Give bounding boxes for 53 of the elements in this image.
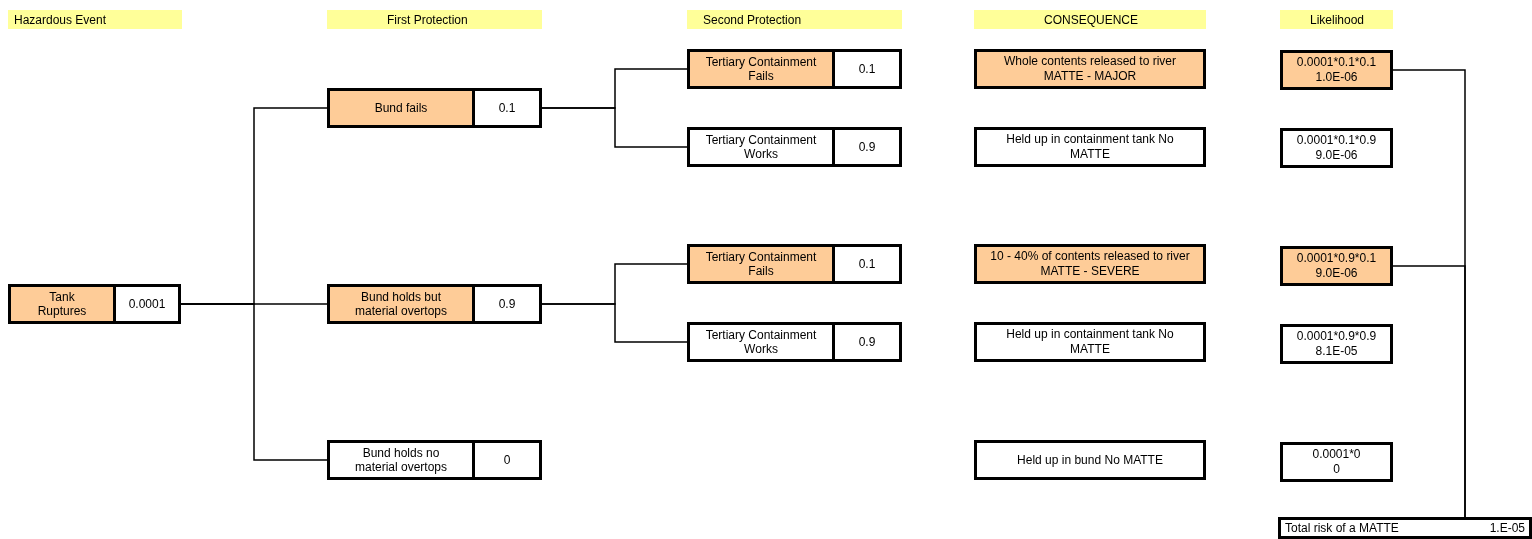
connector-line <box>541 107 688 148</box>
event-label: Tertiary Containment Fails <box>690 247 832 281</box>
event-box <box>8 284 181 324</box>
event-box <box>687 322 902 362</box>
event-box <box>687 49 902 89</box>
result-value: 9.0E-06 <box>1315 266 1358 281</box>
outcome-box <box>1280 50 1393 90</box>
event-box <box>327 284 542 324</box>
outcome-text: 0.0001*0.1*0.1 <box>1296 55 1377 70</box>
event-label: Bund holds no material overtops <box>353 444 448 476</box>
outcome-text: Whole contents released to river MATTE - MAJOR <box>1002 54 1178 84</box>
event-label: Bund fails <box>330 91 472 125</box>
event-label: Tertiary Containment Fails <box>690 52 832 86</box>
outcome-box <box>974 244 1206 284</box>
event-label: Tank Ruptures <box>11 287 113 321</box>
outcome-text: 0.0001*0 <box>1312 447 1361 462</box>
outcome-text: Held up in bund No MATTE <box>1017 452 1163 468</box>
connector-line <box>541 303 688 343</box>
outcome-text: Held up in containment tank No MATTE <box>1005 132 1175 162</box>
outcome-box <box>974 49 1206 89</box>
outcome-box <box>1280 324 1393 364</box>
outcome-box <box>1280 128 1393 168</box>
column-header: CONSEQUENCE <box>974 10 1206 29</box>
outcome-box <box>1280 442 1393 482</box>
event-box <box>687 244 902 284</box>
connector-line <box>180 303 328 461</box>
column-header: First Protection <box>327 10 542 29</box>
total-value: 1.E-05 <box>1489 522 1525 534</box>
event-label: Tertiary Containment Works <box>704 131 818 163</box>
result-value: 8.1E-05 <box>1315 344 1358 359</box>
column-header: Likelihood <box>1280 10 1393 29</box>
outcome-text: 0.0001*0.1*0.9 <box>1296 133 1377 148</box>
column-header: Second Protection <box>687 10 902 29</box>
outcome-text: 0.0001*0.9*0.9 <box>1296 329 1377 344</box>
column-header: Hazardous Event <box>8 10 182 29</box>
event-box <box>327 440 542 480</box>
event-box <box>327 88 542 128</box>
outcome-text: 10 - 40% of contents released to river MATTE - SEVERE <box>990 249 1190 279</box>
outcome-text: 0.0001*0.9*0.1 <box>1296 251 1377 266</box>
outcome-box <box>974 127 1206 167</box>
event-box <box>687 127 902 167</box>
event-label: Tertiary Containment Works <box>704 326 818 358</box>
result-value: 9.0E-06 <box>1315 148 1358 163</box>
total-label: Total risk of a MATTE <box>1285 522 1399 534</box>
connector-line <box>1392 265 1466 518</box>
event-label: Bund holds but material overtops <box>330 287 472 321</box>
result-value: 1.0E-06 <box>1315 70 1358 85</box>
outcome-box <box>1280 246 1393 286</box>
result-value: 0 <box>1333 462 1340 477</box>
outcome-box <box>974 440 1206 480</box>
outcome-text: Held up in containment tank No MATTE <box>1005 327 1175 357</box>
outcome-box <box>974 322 1206 362</box>
total-box <box>1278 517 1532 539</box>
